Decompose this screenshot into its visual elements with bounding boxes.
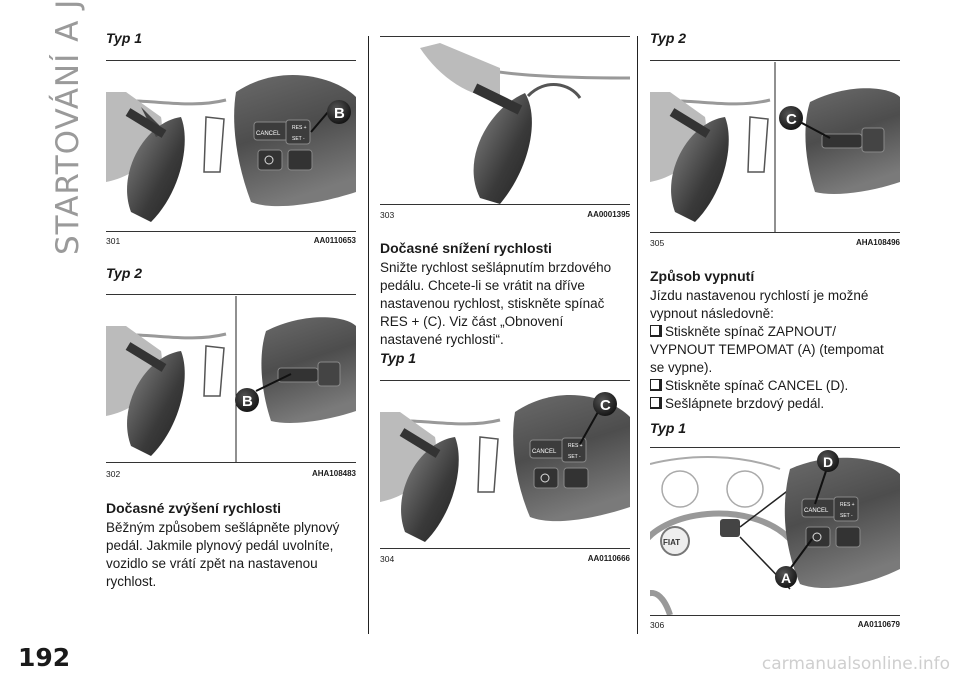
bullet-box-icon <box>650 397 662 409</box>
fig305-number: 305 <box>650 238 665 248</box>
fig301-res-label: RES + <box>292 125 307 131</box>
fig306-type-label: Typ 1 <box>650 420 687 436</box>
fig306-number: 306 <box>650 620 665 630</box>
fig304-type-label: Typ 1 <box>380 350 417 366</box>
fig302-top-rule <box>106 294 356 295</box>
fig305-type-label: Typ 2 <box>650 30 687 46</box>
fig303-stalk-illustration <box>420 43 630 204</box>
fig306-top-rule <box>650 447 900 448</box>
fig304-bottom-rule <box>380 548 630 549</box>
fig304-res-label: RES + <box>568 443 583 449</box>
bullet-box-icon <box>650 379 662 391</box>
fig303-bottom-rule <box>380 204 630 205</box>
fig302-code: AHA108483 <box>311 469 356 478</box>
fig301-set-label: SET - <box>292 136 305 142</box>
fig301-top-rule <box>106 60 356 61</box>
fig301-steering-switch-illustration: CANCEL RES + SET - B <box>106 75 356 222</box>
fig302-callout-b: B <box>242 393 253 410</box>
fig304-set-label: SET - <box>568 454 581 460</box>
fig306-callout-a: A <box>781 570 791 586</box>
fig306-callout-d: D <box>823 454 833 470</box>
fig301-code: AA0110653 <box>313 236 356 245</box>
section-side-title: STARTOVÁNÍ A JÍZDA <box>50 0 86 255</box>
fig302-number: 302 <box>106 469 121 479</box>
heading-decrease: Dočasné snížení rychlosti <box>380 240 552 256</box>
fig302-type-label: Typ 2 <box>106 265 143 281</box>
fig303-top-rule <box>380 36 630 37</box>
bullet-2: Stiskněte spínač CANCEL (D). <box>650 377 848 395</box>
fig306-set-label: SET - <box>840 513 853 519</box>
text-decrease: Snižte rychlost sešlápnutím brzdového pe… <box>380 260 612 347</box>
fig302-steering-switch-illustration: B <box>106 296 356 462</box>
column-divider-1 <box>368 36 369 634</box>
bullet-3: Sešlápnete brzdový pedál. <box>650 395 824 413</box>
fig305-callout-c: C <box>786 111 797 128</box>
fig306-logo: FIAT <box>663 538 680 547</box>
bullet-1: Stiskněte spínač ZAPNOUT/ VYPNOUT TEMPOM… <box>650 324 884 375</box>
fig304-steering-switch-illustration: CANCEL RES + SET - C <box>380 392 630 542</box>
fig304-top-rule <box>380 380 630 381</box>
text-disable-intro: Jízdu nastavenou rychlostí je možné vypn… <box>650 288 869 321</box>
fig302-bottom-rule <box>106 462 356 463</box>
fig304-cancel-label: CANCEL <box>532 449 557 455</box>
fig301-cancel-label: CANCEL <box>256 131 281 137</box>
fig301-type-label: Typ 1 <box>106 30 143 46</box>
fig304-code: AA0110666 <box>587 554 630 563</box>
bullet-box-icon <box>650 325 662 337</box>
fig306-dashboard-switch-illustration: FIAT CANCEL RES + SET - D A <box>650 450 900 615</box>
page-number: 192 <box>18 643 71 672</box>
heading-increase: Dočasné zvýšení rychlosti <box>106 500 282 516</box>
fig301-callout-b: B <box>334 105 345 122</box>
fig305-steering-switch-illustration: C <box>650 62 900 232</box>
column-divider-2 <box>637 36 638 634</box>
fig304-number: 304 <box>380 554 395 564</box>
fig305-code: AHA108496 <box>855 238 900 247</box>
fig303-number: 303 <box>380 210 395 220</box>
fig305-bottom-rule <box>650 232 900 233</box>
heading-disable: Způsob vypnutí <box>650 268 755 284</box>
fig306-res-label: RES + <box>840 502 855 508</box>
fig304-callout-c: C <box>600 397 611 414</box>
fig303-code: AA0001395 <box>587 210 630 219</box>
fig301-bottom-rule <box>106 231 356 232</box>
watermark: carmanualsonline.info <box>761 654 950 674</box>
fig306-bottom-rule <box>650 615 900 616</box>
fig306-code: AA0110679 <box>857 620 900 629</box>
text-increase: Běžným způsobem sešlápněte plynový pedál… <box>106 520 340 589</box>
fig306-cancel-label: CANCEL <box>804 508 829 514</box>
fig301-number: 301 <box>106 236 121 246</box>
fig305-top-rule <box>650 60 900 61</box>
